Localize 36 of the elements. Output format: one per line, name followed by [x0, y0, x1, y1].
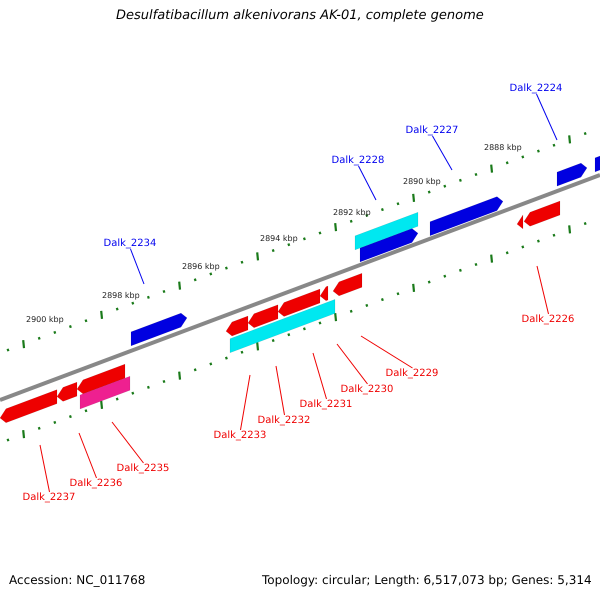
leader-line: [336, 344, 368, 384]
scale-label: 2894 kbp: [260, 234, 298, 244]
leader-line: [360, 336, 413, 368]
gene-label: Dalk_2230: [340, 384, 394, 394]
scale-label: 2892 kbp: [333, 208, 371, 218]
gene-label: Dalk_2229: [386, 368, 438, 378]
leader-line: [536, 94, 558, 140]
gene-label: Dalk_2234: [104, 238, 156, 248]
gene-label: Dalk_2236: [70, 478, 122, 488]
scale-label: 2890 kbp: [403, 178, 441, 186]
gene-label: Dalk_2232: [258, 414, 310, 426]
footer-text: Accession: NC_011768: [9, 574, 146, 587]
gene-label: Dalk_2237: [22, 492, 76, 502]
scale-label: 2898 kbp: [102, 292, 140, 300]
gene-label: Dalk_2228: [332, 154, 384, 166]
footer-text: Topology: circular; Length: 6,517,073 bp; Genes: 5,314: [262, 574, 592, 587]
scale-label: 2896 kbp: [182, 262, 220, 272]
gene-label: Dalk_2231: [300, 398, 352, 410]
leader-line: [536, 266, 549, 314]
leader-line: [78, 432, 97, 478]
gene-label: Dalk_2226: [522, 314, 574, 324]
leader-line: [40, 444, 50, 492]
leader-line: [130, 248, 144, 284]
leader-line: [432, 136, 452, 170]
gene-label: Dalk_2227: [406, 124, 458, 136]
leader-line: [358, 166, 376, 200]
leader-line: [312, 352, 327, 400]
title: Desulfatibacillum alkenivorans AK-01, complete genome: [116, 9, 484, 24]
gene-label: Dalk_2235: [116, 462, 170, 474]
leader-line: [276, 366, 285, 416]
leader-line: [240, 374, 250, 430]
scale-label: 2900 kbp: [26, 316, 64, 324]
scale-label: 2888 kbp: [484, 144, 522, 152]
gene-label: Dalk_2233: [214, 430, 266, 440]
leader-line: [112, 422, 144, 464]
gene-label: Dalk_2224: [510, 82, 562, 94]
